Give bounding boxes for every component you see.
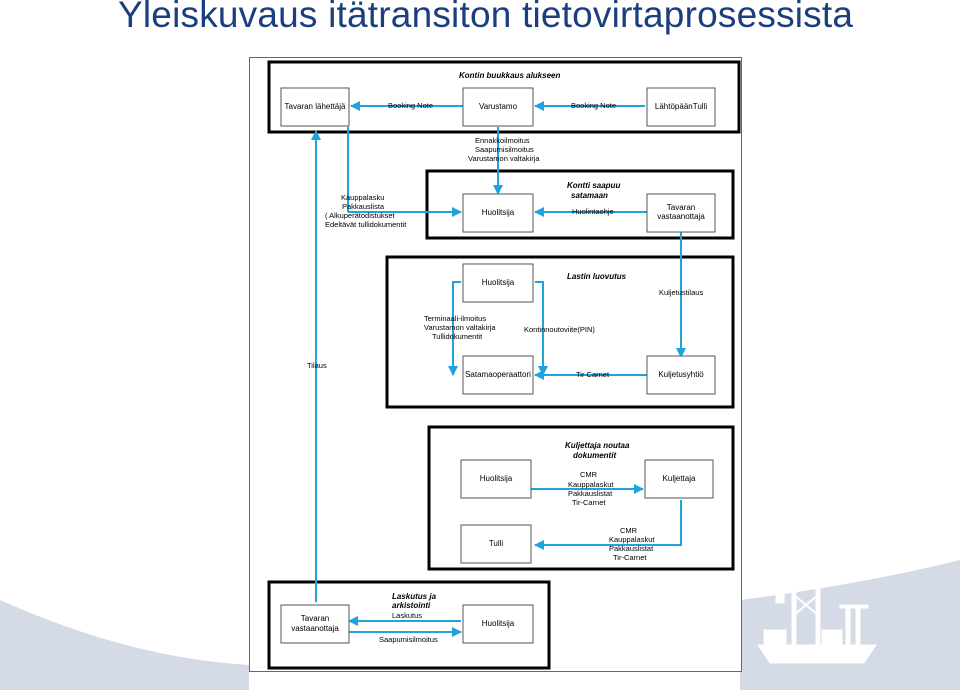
label-ennakko-2: Saapumisilmoitus (475, 145, 534, 154)
section-title-billing-b: arkistointi (392, 601, 431, 610)
node-huolitsija-2 (462, 193, 534, 233)
node-kuljettaja (644, 459, 714, 499)
node-label-tavaran-vastaanottaja-5b: vastaanottaja (291, 624, 339, 633)
label-tir-carnet: Tir Carnet (576, 370, 610, 379)
label-cmr-1a: CMR (580, 470, 598, 479)
label-kontinnouto: Kontinnoutoviite(PIN) (524, 325, 595, 334)
section-frame-billing (267, 580, 551, 670)
section-title-driver-b: dokumentit (573, 451, 616, 460)
node-satamaoperaattori (462, 355, 534, 395)
label-kauppalasku-3: ( Alkuperätodistukset (325, 211, 396, 220)
node-kuljetusyhtio (646, 355, 716, 395)
node-tavaran-lahettaja (280, 87, 350, 127)
label-booking-note-1: Booking Note (388, 101, 433, 110)
section-frame-booking (267, 60, 741, 134)
label-cmr-1c: Pakkauslistat (568, 489, 613, 498)
arrow-cmr-2 (534, 500, 682, 550)
label-tilaus: Tilaus (307, 361, 327, 370)
label-terminaali-3: Tullidokumentit (432, 332, 483, 341)
node-label-tavaran-lahettaja: Tavaran lähettäjä (285, 102, 346, 111)
page-title: Yleiskuvaus itätransiton tietovirtaprose… (118, 0, 854, 35)
node-huolitsija-5 (462, 604, 534, 644)
node-label-kuljetusyhtio: Kuljetusyhtiö (658, 370, 704, 379)
label-cmr-1b: Kauppalaskut (568, 480, 614, 489)
node-huolitsija-4 (460, 459, 532, 499)
label-ennakko-3: Varustamon valtakirja (468, 154, 540, 163)
label-saapumisilmoitus: Saapumisilmoitus (379, 635, 438, 644)
section-title-billing-a: Laskutus ja (392, 592, 437, 601)
node-label-huolitsija-4: Huolitsija (480, 474, 513, 483)
node-lahtopaan-tulli (646, 87, 716, 127)
node-huolitsija-3 (462, 263, 534, 303)
node-label-huolitsija-5: Huolitsija (482, 619, 515, 628)
label-cmr-1d: Tir-Carnet (572, 498, 606, 507)
label-booking-note-2: Booking Note (571, 101, 616, 110)
label-cmr-2b: Kauppalaskut (609, 535, 655, 544)
node-label-kuljettaja: Kuljettaja (663, 474, 696, 483)
port-crane-logo (757, 579, 877, 664)
node-label-tavaran-vastaanottaja-b: vastaanottaja (657, 212, 705, 221)
node-label-tavaran-vastaanottaja-5a: Tavaran (301, 614, 329, 623)
label-cmr-2c: Pakkauslistat (609, 544, 654, 553)
node-varustamo (462, 87, 534, 127)
label-kauppalasku-2: Pakkauslista (342, 202, 385, 211)
label-kauppalasku-1: Kauppalasku (341, 193, 384, 202)
label-ennakko-1: Ennakkoilmoitus (475, 136, 530, 145)
section-title-driver-a: Kuljettaja noutaa (565, 441, 630, 450)
node-label-tavaran-vastaanottaja-a: Tavaran (667, 203, 695, 212)
section-title-arrival-a: Kontti saapuu (567, 181, 620, 190)
label-laskutus: Laskutus (392, 611, 422, 620)
section-frame-driver (427, 425, 735, 571)
process-diagram: Kontin buukkaus alukseen Kontti saapuu s… (267, 60, 741, 670)
node-label-huolitsija-2: Huolitsija (482, 208, 515, 217)
node-label-huolitsija-3: Huolitsija (482, 278, 515, 287)
label-huolintaohje: Huolintaohje (572, 207, 614, 216)
section-title-release: Lastin luovutus (567, 272, 627, 281)
node-label-tulli: Tulli (489, 539, 504, 548)
section-frame-arrival (425, 169, 735, 240)
label-terminaali-2: Varustamon valtakirja (424, 323, 496, 332)
label-kauppalasku-4: Edeltävät tullidokumentit (325, 220, 407, 229)
label-terminaali-1: Terminaali-ilmoitus (424, 314, 486, 323)
section-frame-release (385, 255, 735, 409)
label-kuljetustilaus: Kuljetustilaus (659, 288, 703, 297)
node-tavaran-vastaanottaja (646, 193, 716, 233)
section-title-booking: Kontin buukkaus alukseen (459, 71, 560, 80)
node-label-varustamo: Varustamo (479, 102, 518, 111)
section-title-arrival-b: satamaan (571, 191, 608, 200)
label-cmr-2a: CMR (620, 526, 638, 535)
node-label-satamaoperaattori: Satamaoperaattori (465, 370, 531, 379)
arrow-kontinnouto (535, 281, 548, 376)
arrow-terminaali (448, 281, 461, 376)
node-tavaran-vastaanottaja-5 (280, 604, 350, 644)
node-tulli (460, 524, 532, 564)
node-label-lahtopaan-tulli: LähtöpäänTulli (655, 102, 707, 111)
label-cmr-2d: Tir-Carnet (613, 553, 647, 562)
